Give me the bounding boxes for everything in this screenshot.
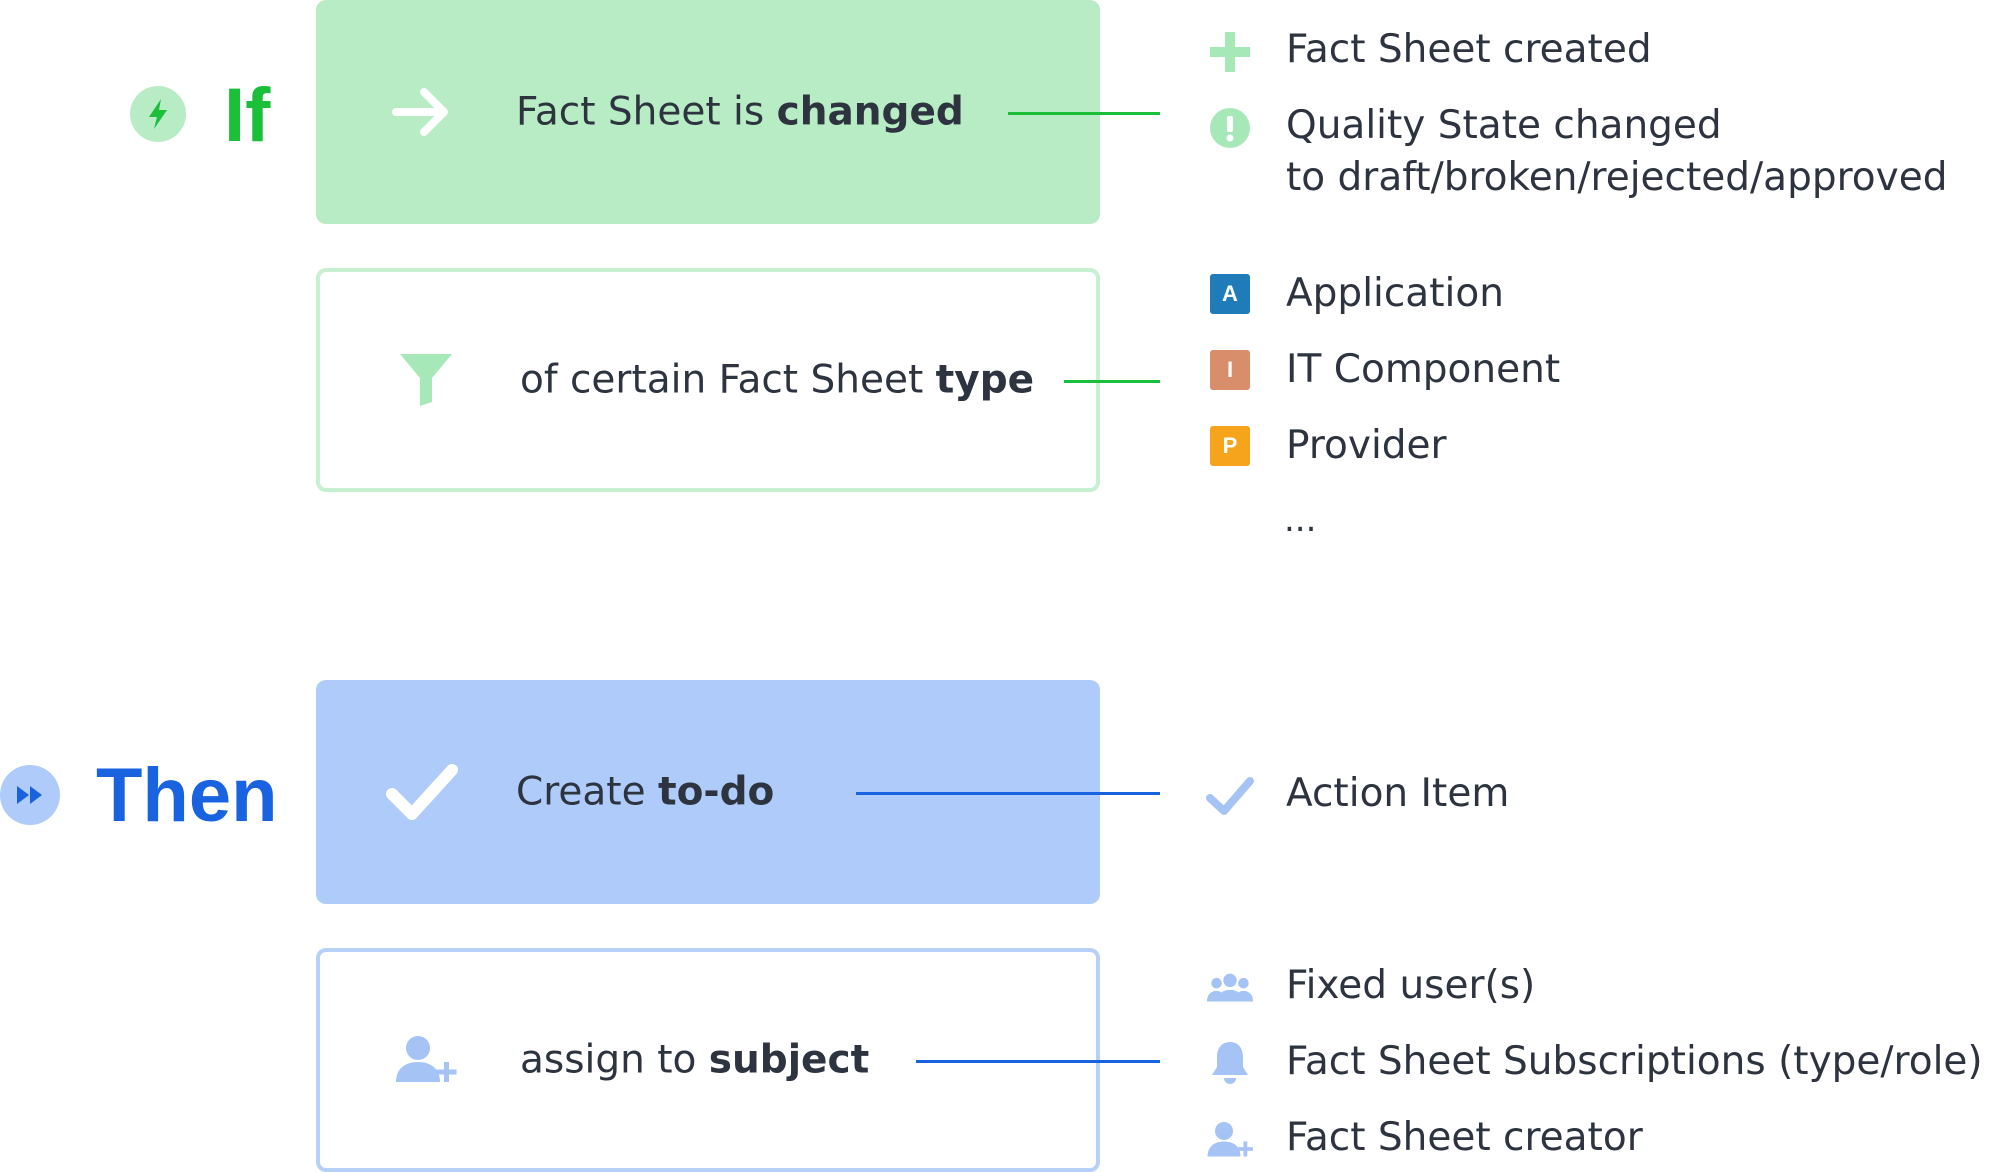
option-text: Action Item bbox=[1286, 771, 1510, 816]
option-text: Fact Sheet Subscriptions (type/role) bbox=[1286, 1039, 1983, 1084]
filter-connector bbox=[1064, 380, 1160, 383]
option-text: Provider bbox=[1286, 423, 1447, 468]
trigger-connector bbox=[1008, 112, 1160, 115]
badge: I bbox=[1210, 350, 1250, 390]
assign-connector bbox=[916, 1060, 1160, 1063]
application-badge-icon: A bbox=[1206, 270, 1254, 318]
option-text-line2: to draft/broken/rejected/approved bbox=[1286, 155, 1948, 200]
action-connector bbox=[856, 792, 1160, 795]
option-text: Application bbox=[1286, 271, 1504, 316]
action-card-text: Create to-do bbox=[516, 769, 775, 815]
assign-card-text: assign to subject bbox=[520, 1037, 870, 1083]
if-section-icon bbox=[130, 86, 186, 142]
badge: A bbox=[1210, 274, 1250, 314]
more-ellipsis: ... bbox=[1284, 500, 1317, 540]
filter-card-text: of certain Fact Sheet type bbox=[520, 357, 1035, 403]
option-text: Fact Sheet created bbox=[1286, 27, 1652, 72]
option-text: Fixed user(s) bbox=[1286, 963, 1536, 1008]
plus-icon bbox=[1206, 28, 1254, 76]
add-user-icon bbox=[386, 1020, 466, 1100]
badge: P bbox=[1210, 426, 1250, 466]
checkmark-icon bbox=[1206, 772, 1254, 820]
trigger-card-text: Fact Sheet is changed bbox=[516, 89, 964, 135]
checkmark-icon bbox=[382, 752, 462, 832]
option-text: Fact Sheet creator bbox=[1286, 1115, 1643, 1160]
if-label: If bbox=[224, 73, 271, 158]
arrow-right-icon bbox=[382, 72, 462, 152]
add-user-icon bbox=[1206, 1116, 1254, 1164]
provider-badge-icon: P bbox=[1206, 422, 1254, 470]
filter-card[interactable]: of certain Fact Sheet type bbox=[316, 268, 1100, 492]
filter-icon bbox=[386, 340, 466, 420]
users-icon bbox=[1206, 964, 1254, 1012]
bell-icon bbox=[1206, 1038, 1254, 1086]
exclamation-circle-icon bbox=[1206, 104, 1254, 152]
trigger-card[interactable]: Fact Sheet is changed bbox=[316, 0, 1100, 224]
then-section-icon bbox=[0, 765, 60, 825]
it-component-badge-icon: I bbox=[1206, 346, 1254, 394]
then-label: Then bbox=[96, 753, 278, 838]
option-text: IT Component bbox=[1286, 347, 1561, 392]
option-text: Quality State changed bbox=[1286, 103, 1722, 148]
